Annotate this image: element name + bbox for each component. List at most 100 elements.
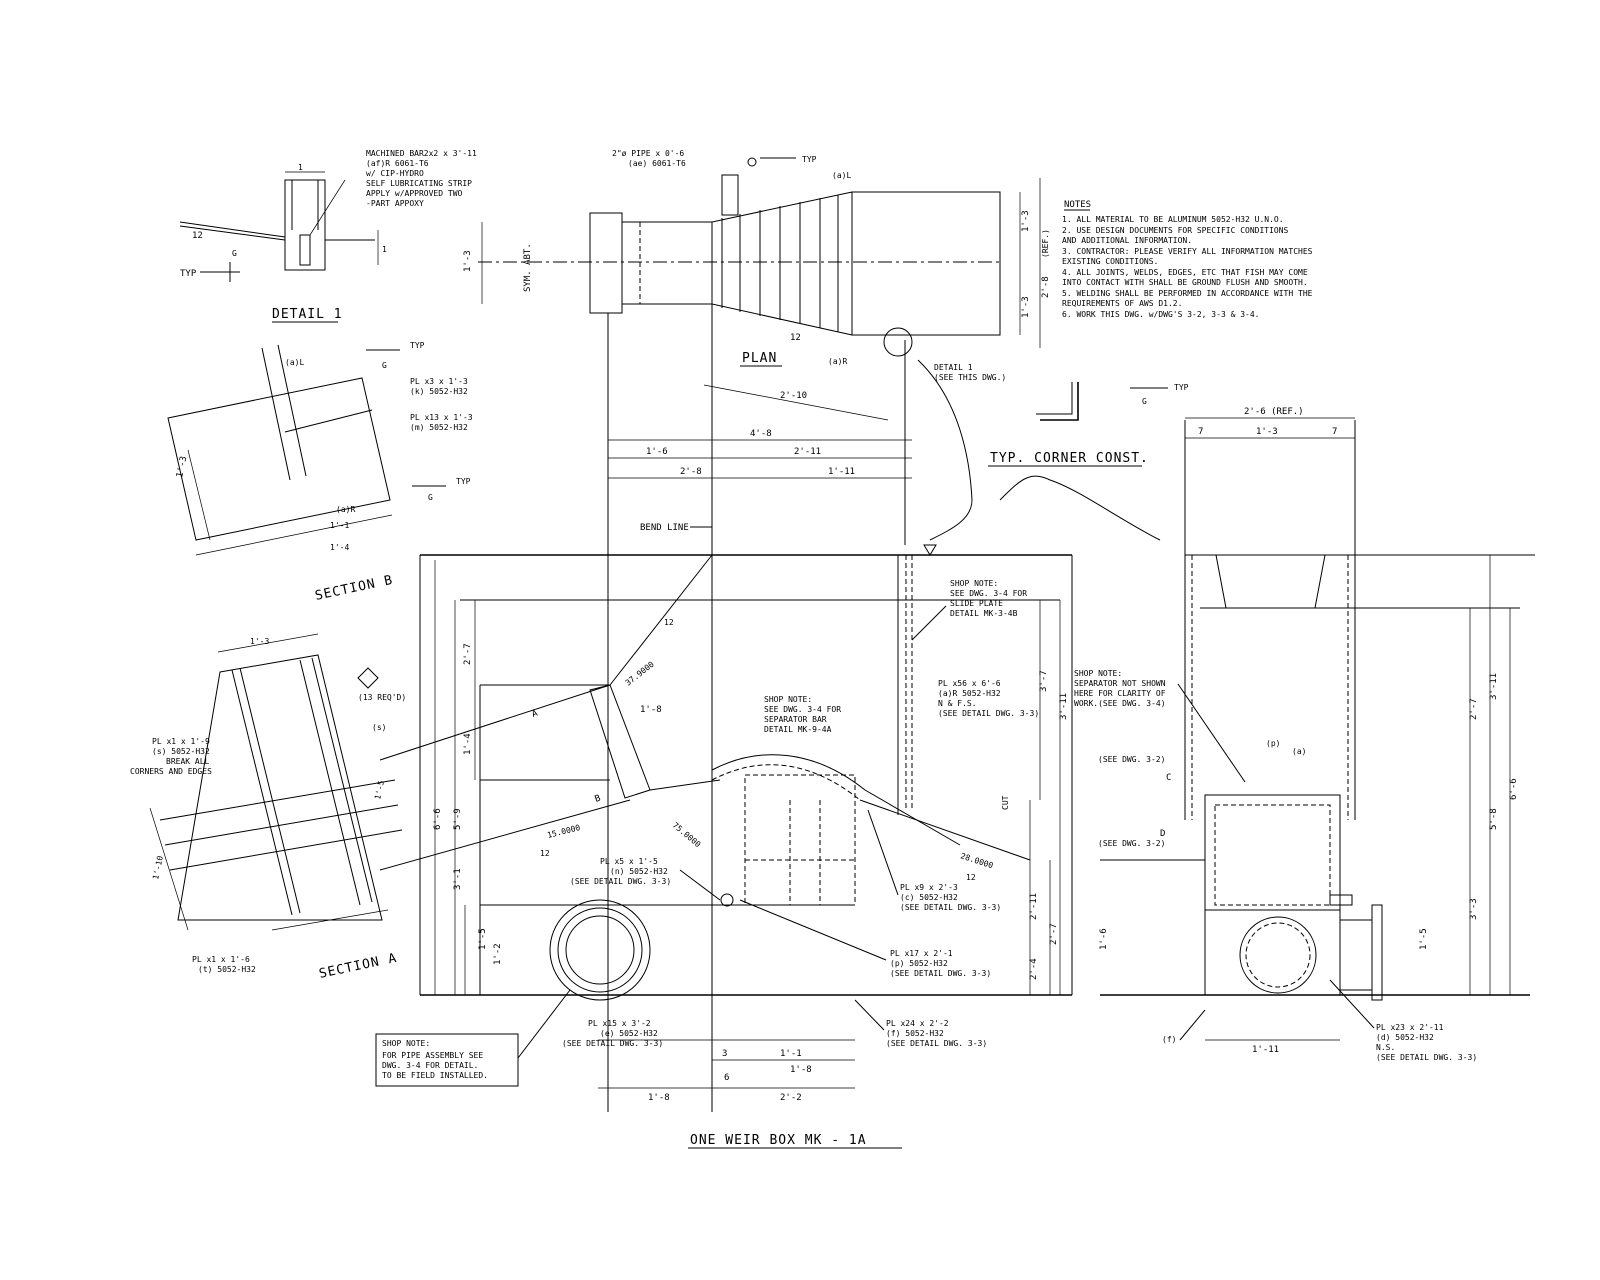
plate-s-callout: PL x1 x 1'-9 (s) 5052-H32 BREAK ALL CORN…: [130, 737, 212, 776]
svg-text:2"ø PIPE x 0'-6: 2"ø PIPE x 0'-6: [612, 149, 684, 158]
main-r2: 3'-11: [1059, 693, 1069, 720]
svg-text:(SEE THIS DWG.): (SEE THIS DWG.): [934, 373, 1006, 382]
plate-c-callout: PL x9 x 2'-3 (c) 5052-H32 (SEE DETAIL DW…: [900, 883, 1001, 912]
secb-al-label: (a)L: [285, 358, 304, 367]
svg-text:SEE DWG. 3-4 FOR: SEE DWG. 3-4 FOR: [950, 589, 1027, 598]
detail-slope-12: 12: [192, 231, 203, 241]
svg-text:SLIDE PLATE: SLIDE PLATE: [950, 599, 1003, 608]
main-bot4: 1'-1: [780, 1049, 802, 1059]
bend-line-label: BEND LINE: [640, 523, 689, 533]
sec-a-mark: A: [531, 708, 540, 719]
main-bot5: 3: [722, 1049, 727, 1059]
slope-12c: 12: [540, 849, 550, 858]
cut-label: CUT: [1001, 795, 1010, 810]
svg-text:TO BE FIELD INSTALLED.: TO BE FIELD INSTALLED.: [382, 1071, 488, 1080]
plan-ref-label: (REF.): [1041, 229, 1050, 258]
main-h6: 1'-5: [478, 928, 488, 950]
note-line: INTO CONTACT WITH SHALL BE GROUND FLUSH …: [1062, 278, 1308, 287]
svg-text:PL x15 x 3'-2: PL x15 x 3'-2: [588, 1019, 651, 1028]
secb-ar-label: (a)R: [336, 505, 355, 514]
svg-text:(k) 5052-H32: (k) 5052-H32: [410, 387, 468, 396]
bar-callout: MACHINED BAR2x2 x 3'-11 (af)R 6061-T6 w/…: [366, 149, 477, 208]
notes-heading: NOTES: [1064, 200, 1091, 210]
svg-text:MACHINED BAR2x2 x 3'-11: MACHINED BAR2x2 x 3'-11: [366, 149, 477, 158]
svg-text:(p) 5052-H32: (p) 5052-H32: [890, 959, 948, 968]
svg-text:(n) 5052-H32: (n) 5052-H32: [610, 867, 668, 876]
svg-text:PL x9 x 2'-3: PL x9 x 2'-3: [900, 883, 958, 892]
slope-12d: 12: [966, 873, 976, 882]
side-top: 2'-6 (REF.): [1244, 407, 1304, 417]
side-h3: 6'-6: [1509, 778, 1519, 800]
svg-text:BREAK ALL: BREAK ALL: [166, 757, 210, 766]
angle-2: 75.0000: [671, 821, 703, 850]
main-elevation: 6'-6 5'-9 2'-7 1'-4 3'-1 1'-5 1'-2 3'-7 …: [375, 544, 1073, 1103]
corner-g: G: [1142, 397, 1147, 406]
svg-text:SEE DWG. 3-4 FOR: SEE DWG. 3-4 FOR: [764, 705, 841, 714]
note-line: EXISTING CONDITIONS.: [1062, 257, 1158, 266]
section-a-title: SECTION A: [318, 951, 399, 982]
plan-left-height: 1'-3: [463, 250, 473, 272]
main-bot2: 2'-2: [780, 1093, 802, 1103]
plan-view: 1'-3 SYM. ABT. 1'-3 1'-3 2'-8 (REF.) 2'-…: [463, 149, 1051, 541]
main-r1: 3'-7: [1039, 670, 1049, 692]
svg-text:PL x56 x 6'-6: PL x56 x 6'-6: [938, 679, 1001, 688]
svg-text:SEPARATOR BAR: SEPARATOR BAR: [764, 715, 827, 724]
main-h2: 1'-4: [463, 733, 473, 755]
seca-side: 1'-10: [151, 855, 165, 881]
side-h7: 1'-6: [1099, 928, 1109, 950]
section-a: 1'-3 1'-5 1'-10 (13 REQ'D) (s) PL x1 x 1…: [130, 633, 406, 982]
side-a-label: (a): [1292, 747, 1306, 756]
sec-b-mark: B: [594, 794, 603, 805]
svg-text:-PART APPOXY: -PART APPOXY: [366, 199, 424, 208]
secb-typ-top: TYP: [410, 341, 425, 350]
svg-text:HERE FOR CLARITY OF: HERE FOR CLARITY OF: [1074, 689, 1166, 698]
slide-note: SHOP NOTE: SEE DWG. 3-4 FOR SLIDE PLATE …: [950, 579, 1027, 618]
plan-h2: 1'-3: [1021, 296, 1031, 318]
svg-text:APPLY w/APPROVED TWO: APPLY w/APPROVED TWO: [366, 189, 463, 198]
plate-m-callout: PL x13 x 1'-3 (m) 5052-H32: [410, 413, 473, 432]
svg-text:(a)R 5052-H32: (a)R 5052-H32: [938, 689, 1001, 698]
svg-text:(SEE DETAIL DWG. 3-3): (SEE DETAIL DWG. 3-3): [938, 709, 1039, 718]
section-b: 1'-3 1'-1 1'-4 (a)L (a)R PL x3 x 1'-3 (k…: [167, 341, 473, 604]
svg-text:(f) 5052-H32: (f) 5052-H32: [886, 1029, 944, 1038]
plan-sym-abt: SYM. ABT.: [523, 243, 533, 292]
detail-dim-width: 1: [298, 163, 303, 172]
svg-text:(s) 5052-H32: (s) 5052-H32: [152, 747, 210, 756]
side-h5: 3'-3: [1469, 898, 1479, 920]
svg-text:PL x24 x 2'-2: PL x24 x 2'-2: [886, 1019, 949, 1028]
side-h1: 2'-7: [1469, 698, 1479, 720]
plan-h1: 1'-3: [1021, 210, 1031, 232]
detail-1: 1 1 12 TYP G MACHINED BAR2x2 x 3'-11 (af…: [179, 149, 477, 323]
side-f-label: (f): [1162, 1035, 1176, 1044]
svg-text:(m) 5052-H32: (m) 5052-H32: [410, 423, 468, 432]
note-line: REQUIREMENTS OF AWS D1.2.: [1062, 299, 1182, 308]
svg-text:PL x17 x 2'-1: PL x17 x 2'-1: [890, 949, 953, 958]
svg-text:(SEE DETAIL DWG. 3-3): (SEE DETAIL DWG. 3-3): [570, 877, 671, 886]
secb-width-1: 1'-1: [330, 521, 349, 530]
svg-text:(d) 5052-H32: (d) 5052-H32: [1376, 1033, 1434, 1042]
main-bot1: 1'-8: [648, 1093, 670, 1103]
main-bot3: 1'-8: [790, 1065, 812, 1075]
svg-text:DETAIL MK-9-4A: DETAIL MK-9-4A: [764, 725, 832, 734]
svg-text:PL x1 x 1'-9: PL x1 x 1'-9: [152, 737, 210, 746]
svg-text:(t) 5052-H32: (t) 5052-H32: [198, 965, 256, 974]
svg-text:N & F.S.: N & F.S.: [938, 699, 977, 708]
svg-text:(SEE DETAIL DWG. 3-3): (SEE DETAIL DWG. 3-3): [1376, 1053, 1477, 1062]
plate-n-callout: PL x5 x 1'-5 (n) 5052-H32 (SEE DETAIL DW…: [570, 857, 671, 886]
secb-g-bot: G: [428, 493, 433, 502]
note-line: AND ADDITIONAL INFORMATION.: [1062, 236, 1192, 245]
plan-title: PLAN: [742, 351, 777, 366]
svg-text:(SEE DETAIL DWG. 3-3): (SEE DETAIL DWG. 3-3): [886, 1039, 987, 1048]
side-h2: 3'-11: [1489, 673, 1499, 700]
plan-dim-d: 1'-11: [828, 467, 855, 477]
side-p-label: (p): [1266, 739, 1280, 748]
plan-overall-width: 4'-8: [750, 429, 772, 439]
main-r4: 2'-4: [1029, 958, 1039, 980]
main-h4: 6'-6: [433, 808, 443, 830]
svg-text:PL x1 x 1'-6: PL x1 x 1'-6: [192, 955, 250, 964]
note-line: 1. ALL MATERIAL TO BE ALUMINUM 5052-H32 …: [1062, 215, 1284, 224]
svg-text:SHOP NOTE:: SHOP NOTE:: [1074, 669, 1122, 678]
drawing-title: ONE WEIR BOX MK - 1A: [690, 1133, 867, 1148]
note-line: 3. CONTRACTOR: PLEASE VERIFY ALL INFORMA…: [1062, 247, 1313, 256]
